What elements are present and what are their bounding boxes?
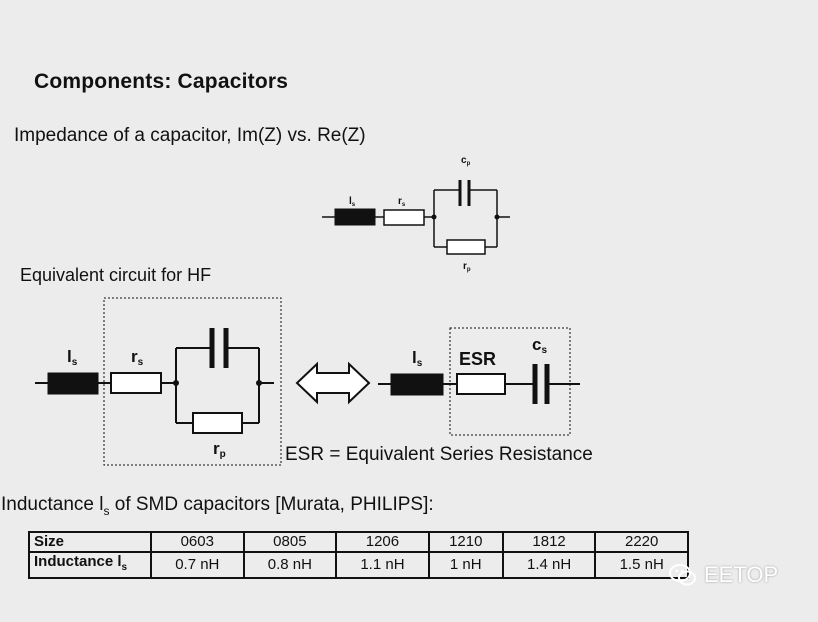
left-rs-resistor xyxy=(110,372,162,394)
page-title: Components: Capacitors xyxy=(34,70,289,93)
table-cell: 2220 xyxy=(594,531,689,553)
impedance-heading: Impedance of a capacitor, Im(Z) vs. Re(Z… xyxy=(14,125,366,146)
equivalence-arrow-icon xyxy=(295,361,371,405)
inductance-heading-sub: s xyxy=(103,503,110,518)
table-row-inductance: Inductance ls 0.7 nH 0.8 nH 1.1 nH 1 nH … xyxy=(28,551,689,579)
left-rp-label: rp xyxy=(213,439,226,460)
table-cell: 0.8 nH xyxy=(242,551,338,579)
inductance-heading-suffix: of SMD capacitors [Murata, PHILIPS]: xyxy=(109,494,434,515)
right-circuit xyxy=(378,364,580,404)
table-cell: 1812 xyxy=(501,531,597,553)
right-esr-resistor xyxy=(456,373,506,395)
table-cell: 0603 xyxy=(150,531,245,553)
table-cell: 0.7 nH xyxy=(150,551,245,579)
table-cell: 1210 xyxy=(427,531,504,553)
table-cell: 1.4 nH xyxy=(501,551,597,579)
size-label: Size xyxy=(28,531,152,553)
small-circuit xyxy=(322,180,510,255)
small-rs-resistor xyxy=(383,209,425,226)
small-rp-label: rp xyxy=(463,261,471,273)
esr-definition: ESR = Equivalent Series Resistance xyxy=(285,444,593,465)
left-circuit xyxy=(35,328,274,434)
table-cell: 1.1 nH xyxy=(335,551,430,579)
right-ls-label: ls xyxy=(412,348,423,369)
right-esr-label: ESR xyxy=(459,349,496,369)
watermark: EETOP xyxy=(668,562,778,588)
small-cp-label: cp xyxy=(461,155,471,167)
left-dotted-box xyxy=(103,297,282,466)
small-inductor xyxy=(334,208,376,226)
table-cell: 1.5 nH xyxy=(594,551,689,579)
inductance-label: Inductance ls xyxy=(28,551,152,579)
table-cell: 1 nH xyxy=(427,551,504,579)
inductance-heading: Inductance ls of SMD capacitors [Murata,… xyxy=(1,494,434,518)
left-rp-resistor xyxy=(192,412,243,434)
small-rp-resistor xyxy=(446,239,486,255)
equivalent-circuit-heading: Equivalent circuit for HF xyxy=(20,265,212,285)
table-cell: 0805 xyxy=(242,531,338,553)
left-inductor xyxy=(47,372,99,395)
table-row-size: Size 0603 0805 1206 1210 1812 2220 xyxy=(28,531,689,553)
left-ls-label: ls xyxy=(67,347,78,368)
wechat-icon xyxy=(669,564,696,586)
watermark-text: EETOP xyxy=(704,562,779,587)
inductance-heading-prefix: Inductance l xyxy=(1,494,104,515)
small-ls-label: ls xyxy=(349,196,356,208)
left-rs-label: rs xyxy=(131,347,144,368)
right-dotted-box xyxy=(449,327,571,436)
inductance-table: Size 0603 0805 1206 1210 1812 2220 Induc… xyxy=(28,531,689,579)
right-cs-label: cs xyxy=(532,335,547,356)
right-inductor xyxy=(390,373,444,396)
small-rs-label: rs xyxy=(398,196,406,208)
table-cell: 1206 xyxy=(335,531,430,553)
